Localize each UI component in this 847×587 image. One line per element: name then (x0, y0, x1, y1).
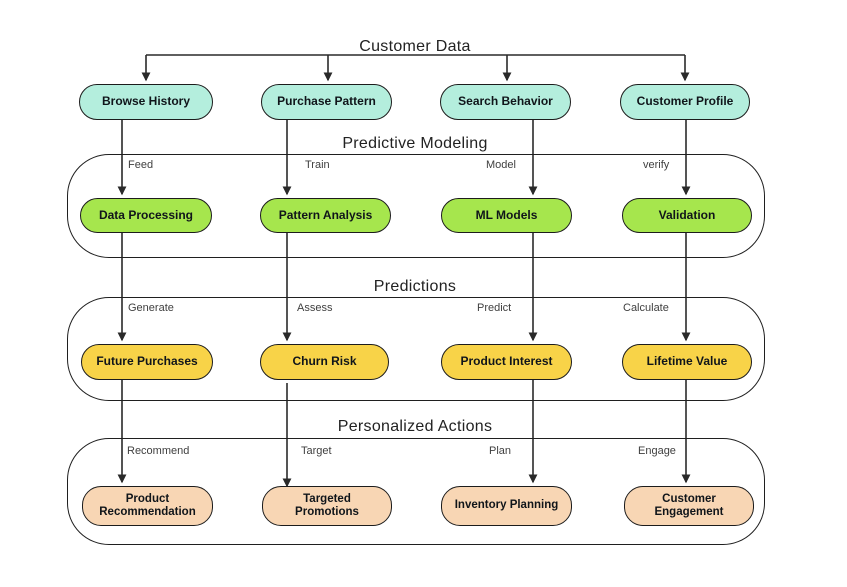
section-box-predictions (67, 297, 765, 401)
node-pattern-analysis: Pattern Analysis (260, 198, 391, 233)
edge-label-predict: Predict (477, 302, 512, 314)
node-lifetime-value: Lifetime Value (622, 344, 752, 380)
node-future-purchases: Future Purchases (81, 344, 213, 380)
edge-label-engage: Engage (638, 445, 676, 457)
edge-label-recommend: Recommend (127, 445, 190, 457)
node-churn-risk: Churn Risk (260, 344, 389, 380)
edge-label-feed: Feed (128, 159, 154, 171)
edge-label-train: Train (305, 159, 330, 171)
edge-label-verify: verify (643, 159, 670, 171)
node-product-interest: Product Interest (441, 344, 572, 380)
node-targeted-promotions: Targeted Promotions (262, 486, 392, 526)
edge-label-model: Model (486, 159, 516, 171)
node-inventory-planning: Inventory Planning (441, 486, 572, 526)
edge-label-target: Target (301, 445, 332, 457)
arrows-into-modeling-row (117, 120, 691, 196)
arrows-into-predictions-row (117, 233, 691, 342)
node-validation: Validation (622, 198, 752, 233)
edge-label-generate: Generate (128, 302, 174, 314)
edge-label-calculate: Calculate (623, 302, 669, 314)
section-title-predictions: Predictions (373, 278, 457, 295)
node-purchase-pattern: Purchase Pattern (261, 84, 392, 120)
section-box-personalized-actions (67, 438, 765, 545)
node-ml-models: ML Models (441, 198, 572, 233)
node-product-recommendation: Product Recommendation (82, 486, 213, 526)
arrows-into-source-row (141, 55, 690, 82)
node-search-behavior: Search Behavior (440, 84, 571, 120)
section-title-personalized-actions: Personalized Actions (337, 418, 493, 435)
arrows-into-actions-row (117, 380, 691, 488)
edge-label-assess: Assess (297, 302, 333, 314)
node-customer-profile: Customer Profile (620, 84, 750, 120)
section-box-predictive-modeling (67, 154, 765, 258)
node-data-processing: Data Processing (80, 198, 212, 233)
node-customer-engagement: Customer Engagement (624, 486, 754, 526)
node-browse-history: Browse History (79, 84, 213, 120)
edge-label-plan: Plan (489, 445, 512, 457)
section-title-predictive-modeling: Predictive Modeling (342, 135, 488, 152)
diagram-title-customer-data: Customer Data (359, 38, 471, 55)
